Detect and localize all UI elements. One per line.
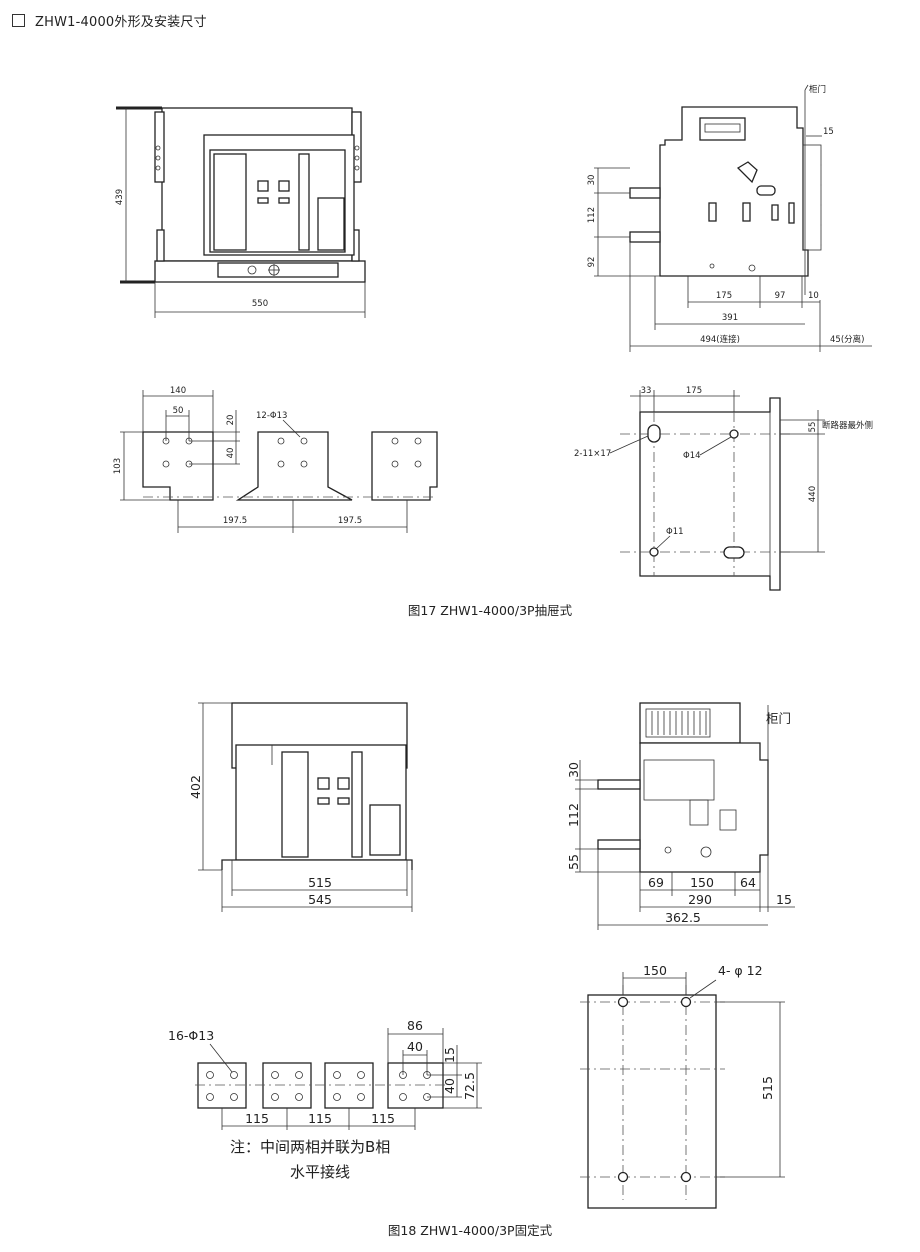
fig17-outer-edge-label: 断路器最外侧 xyxy=(822,420,873,431)
dim-140: 140 xyxy=(170,386,186,396)
dim-30: 30 xyxy=(587,175,597,186)
dim-64: 64 xyxy=(740,875,756,890)
dim-15: 15 xyxy=(776,892,792,907)
dim-30: 30 xyxy=(566,762,581,778)
dim-545: 545 xyxy=(308,892,332,907)
dim-439: 439 xyxy=(115,189,125,205)
dim-550: 550 xyxy=(252,299,268,309)
dim-290: 290 xyxy=(688,892,712,907)
fig17-front-view: 439 550 xyxy=(115,106,366,318)
dim-440: 440 xyxy=(808,486,818,502)
dim-92: 92 xyxy=(587,257,597,268)
fig17-hole11-label: Φ11 xyxy=(666,527,684,537)
dim-515: 515 xyxy=(760,1076,775,1100)
dim-112: 112 xyxy=(587,207,597,223)
dim-197-5-left: 197.5 xyxy=(223,516,247,526)
dim-15: 15 xyxy=(442,1047,457,1063)
fig18-door-label: 柜门 xyxy=(766,711,791,726)
fig17-hole-count: 12-Φ13 xyxy=(256,411,287,421)
dim-115-c: 115 xyxy=(371,1111,395,1126)
dim-69: 69 xyxy=(648,875,664,890)
fig17-mounting-view: 33 175 55 440 断路器最外侧 2-11×17 Φ14 Φ11 xyxy=(574,386,873,591)
fig17-side-view: 柜门 15 30 112 92 175 97 10 391 494(连接) 45… xyxy=(587,84,872,352)
dim-40-vertical: 40 xyxy=(442,1078,457,1094)
dim-362-5: 362.5 xyxy=(665,910,701,925)
dim-20: 20 xyxy=(226,415,236,426)
dim-10: 10 xyxy=(808,291,819,301)
dim-197-5-right: 197.5 xyxy=(338,516,362,526)
dim-40-horizontal: 40 xyxy=(407,1039,423,1054)
fig18-front-view: 402 515 545 xyxy=(188,702,413,912)
dim-115-a: 115 xyxy=(245,1111,269,1126)
dim-97: 97 xyxy=(775,291,786,301)
dim-40: 40 xyxy=(226,448,236,459)
fig17-caption: 图17 ZHW1-4000/3P抽屉式 xyxy=(408,603,573,618)
fig18-note-line1: 注：中间两相并联为B相 xyxy=(230,1138,390,1156)
dim-115-b: 115 xyxy=(308,1111,332,1126)
fig18-side-view: 柜门 30 112 55 69 150 64 290 15 362.5 xyxy=(566,702,795,930)
fig17-terminal-view: 140 50 20 40 12-Φ13 103 197.5 197.5 xyxy=(113,386,438,533)
fig17-hole14-label: Φ14 xyxy=(683,451,701,461)
fig18-note-line2: 水平接线 xyxy=(290,1163,350,1181)
dim-391: 391 xyxy=(722,313,738,323)
dim-72-5: 72.5 xyxy=(462,1072,477,1100)
dim-150: 150 xyxy=(643,963,667,978)
fig18-hole-count: 16-Φ13 xyxy=(168,1028,214,1043)
dim-55: 55 xyxy=(808,422,818,433)
dim-515: 515 xyxy=(308,875,332,890)
fig18-caption: 图18 ZHW1-4000/3P固定式 xyxy=(388,1223,553,1238)
dim-55: 55 xyxy=(566,854,581,870)
fig18-terminal-view: 16-Φ13 86 40 15 40 72.5 115 115 115 注：中间… xyxy=(168,1018,482,1181)
dim-494: 494(连接) xyxy=(700,334,740,345)
fig17-door-label: 柜门 xyxy=(809,84,826,95)
dim-175: 175 xyxy=(686,386,702,396)
dim-33: 33 xyxy=(641,386,652,396)
dim-112: 112 xyxy=(566,803,581,827)
dim-50: 50 xyxy=(173,406,184,416)
dim-45: 45(分离) xyxy=(830,334,864,345)
fig18-hole-count: 4- φ 12 xyxy=(718,963,763,978)
dim-86: 86 xyxy=(407,1018,423,1033)
page-title: ZHW1-4000外形及安装尺寸 xyxy=(35,14,207,30)
dim-175: 175 xyxy=(716,291,732,301)
dim-150: 150 xyxy=(690,875,714,890)
dim-402: 402 xyxy=(188,775,203,799)
header: ZHW1-4000外形及安装尺寸 xyxy=(12,10,207,30)
fig17-slot-label: 2-11×17 xyxy=(574,449,611,459)
fig18-mounting-view: 150 4- φ 12 515 xyxy=(580,963,785,1209)
dim-15: 15 xyxy=(823,127,834,137)
dim-103: 103 xyxy=(113,458,123,474)
checkbox-square-icon xyxy=(12,13,25,27)
